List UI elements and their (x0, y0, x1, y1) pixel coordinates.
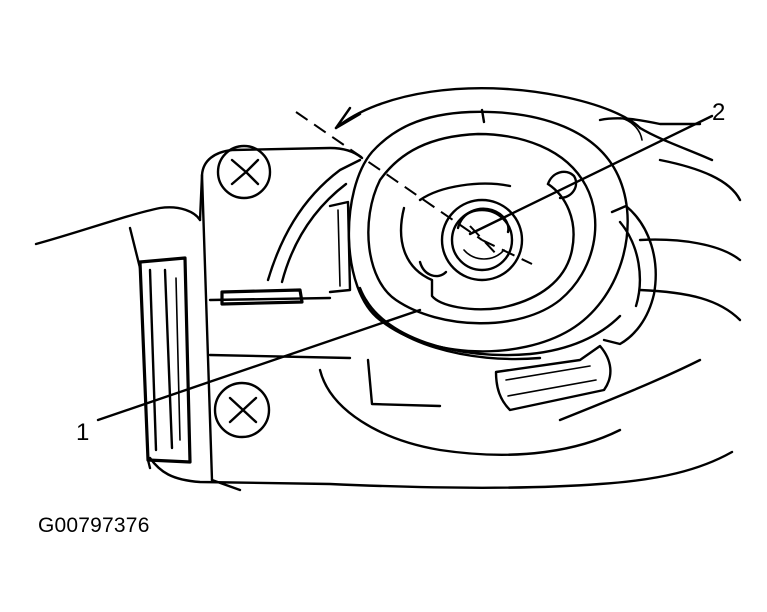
housing (34, 146, 734, 492)
cable-guides (318, 204, 657, 456)
rotation-arrow (334, 86, 642, 130)
lower-screw (213, 381, 271, 439)
spiral-cable (220, 108, 629, 361)
right-housing (558, 117, 742, 422)
upper-screw (216, 144, 272, 200)
callout-1-leader (96, 308, 422, 422)
callout-2-leader (468, 114, 714, 236)
callout-2-label: 2 (712, 99, 725, 126)
figure-code: G00797376 (38, 514, 150, 537)
callout-1-label: 1 (76, 419, 89, 446)
